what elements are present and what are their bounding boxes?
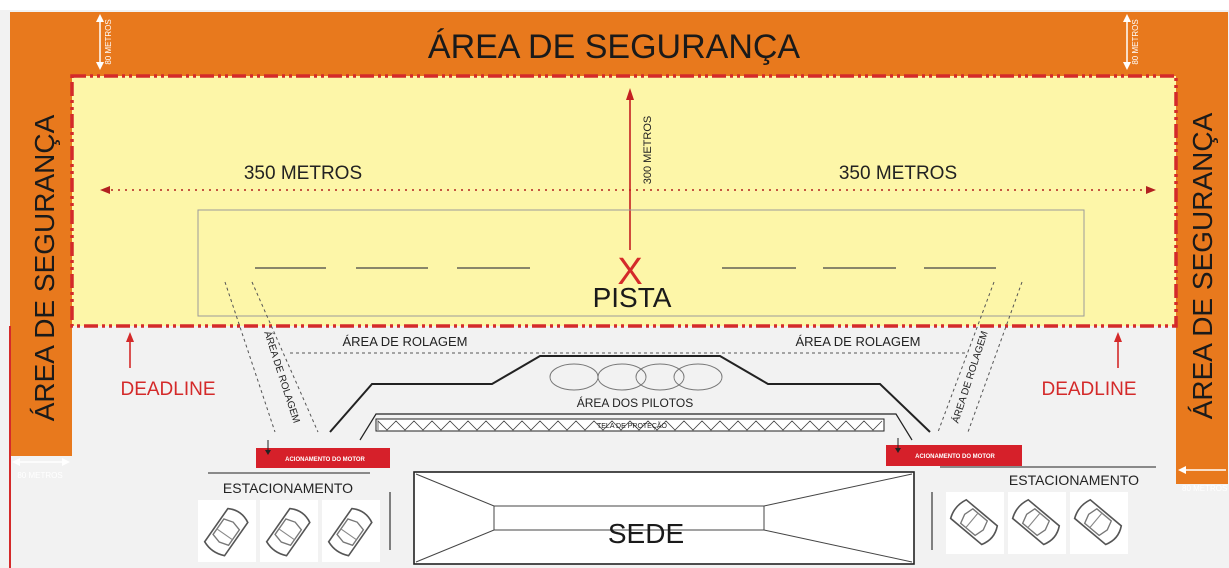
pilots-area-label: ÁREA DOS PILOTOS xyxy=(577,395,693,410)
safety-width-label-right: 80 METROS xyxy=(1182,484,1227,493)
safety-area-left-label: ÁREA DE SEGURANÇA xyxy=(29,114,60,421)
parking-right xyxy=(946,492,1128,554)
deadline-border xyxy=(70,74,1178,328)
safety-width-label-top-right: 80 METROS xyxy=(1131,19,1140,64)
parking-label-right: ESTACIONAMENTO xyxy=(1009,472,1139,488)
flight-area xyxy=(72,76,1176,326)
safety-area-top xyxy=(10,12,1216,76)
motor-area-right xyxy=(886,438,1022,466)
distance-label-vertical: 300 METROS xyxy=(642,116,654,184)
safety-width-marker-left: 80 METROS xyxy=(12,458,70,480)
safety-area-left xyxy=(10,12,72,456)
pilots-area-inner xyxy=(359,413,913,441)
taxi-label-left: ÁREA DE ROLAGEM xyxy=(343,334,468,349)
safety-width-marker-right: 80 METROS xyxy=(1178,466,1227,493)
deadline-label-left: DEADLINE xyxy=(120,379,215,400)
safety-area-right-label: ÁREA DE SEGURANÇA xyxy=(1187,112,1218,419)
safety-width-label-left: 80 METROS xyxy=(17,471,62,480)
parking-left xyxy=(198,500,380,562)
parking-label-left: ESTACIONAMENTO xyxy=(223,480,353,496)
motor-label-left: ACIONAMENTO DO MOTOR xyxy=(285,457,365,463)
center-mark: X xyxy=(617,251,642,293)
runway-label: PISTA xyxy=(593,282,672,313)
taxi-label-right: ÁREA DE ROLAGEM xyxy=(796,334,921,349)
distance-label-right: 350 METROS xyxy=(839,163,957,184)
runway xyxy=(197,209,1085,317)
safety-area-right xyxy=(1176,12,1228,484)
distance-label-left: 350 METROS xyxy=(244,163,362,184)
taxi-area xyxy=(224,281,1023,433)
pilot-circles xyxy=(549,363,723,391)
deadline-label-right: DEADLINE xyxy=(1041,379,1136,400)
safety-area-top-label: ÁREA DE SEGURANÇA xyxy=(428,28,801,66)
safety-width-marker-top-right: 80 METROS xyxy=(1123,14,1140,70)
distance-arrow-horizontal xyxy=(100,186,1156,194)
headquarters-label: SEDE xyxy=(608,518,684,549)
safety-width-marker-top-left: 80 METROS xyxy=(96,14,113,70)
deadline-arrow-right xyxy=(1114,332,1122,368)
protection-net xyxy=(375,418,885,432)
distance-arrow-vertical xyxy=(626,88,634,250)
deadline-arrow-left xyxy=(126,332,134,368)
motor-area-left xyxy=(256,440,390,468)
headquarters-building xyxy=(413,471,915,565)
safety-width-label-top-left: 80 METROS xyxy=(104,19,113,64)
motor-label-right: ACIONAMENTO DO MOTOR xyxy=(915,454,995,460)
protection-net-label: TELA DE PROTEÇÃO xyxy=(597,421,668,430)
pilots-area-outline xyxy=(329,355,931,433)
